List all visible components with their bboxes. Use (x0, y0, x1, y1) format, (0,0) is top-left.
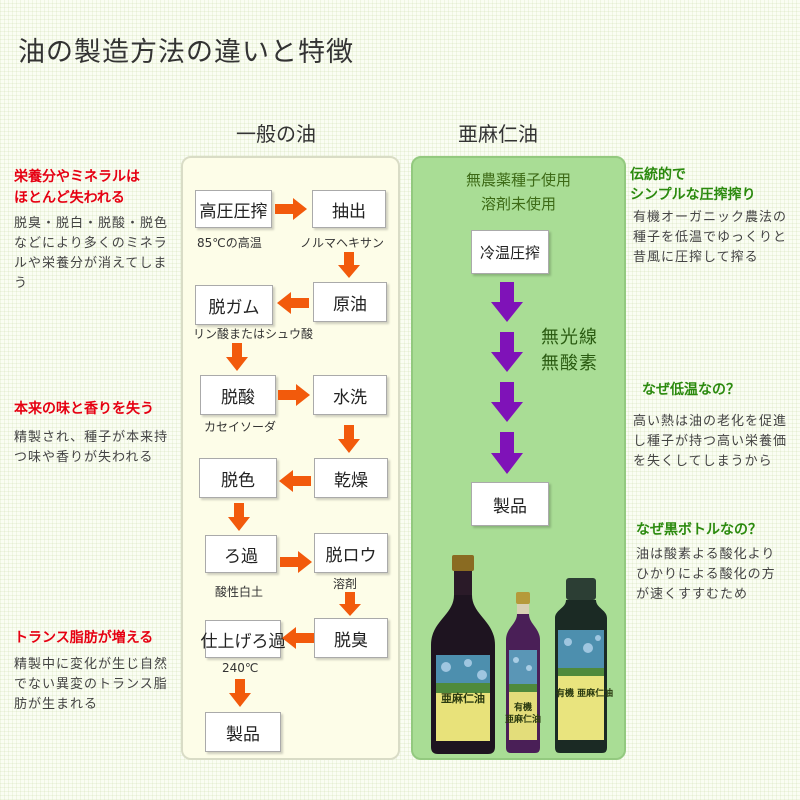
step-drying: 乾燥 (314, 458, 388, 498)
step-deacidification: 脱酸 (200, 375, 276, 415)
note-body: 有機オーガニック農法の種子を低温でゆっくりと昔風に圧搾して搾る (633, 210, 788, 265)
step-note: ノルマヘキサン (300, 236, 385, 250)
note-heading: 伝統的で (630, 167, 686, 183)
step-filtration: ろ過 (205, 535, 277, 573)
arrow-left-icon (282, 627, 314, 649)
note-heading: 本来の味と香りを失う (14, 401, 154, 417)
arrow-right-icon (275, 198, 307, 220)
step-note: カセイソーダ (204, 420, 277, 434)
arrow-down-icon (491, 282, 523, 322)
step-product: 製品 (205, 712, 281, 752)
note-body: 精製中に変化が生じ自然でない異変のトランス脂肪が生まれる (14, 657, 169, 712)
no-light-label: 無光線 (541, 327, 598, 348)
arrow-down-icon (491, 432, 523, 474)
bottle-label: 有機 亜麻仁油 (556, 689, 614, 699)
bottle-label: 亜麻仁油 (505, 715, 542, 725)
arrow-right-icon (280, 551, 312, 573)
arrow-down-icon (338, 425, 360, 453)
note-body: 油は酸素よる酸化よりひかりによる酸化の方が速くすすむため (636, 547, 776, 602)
step-note: リン酸またはシュウ酸 (193, 327, 314, 341)
bottle-label: 有機 (513, 703, 532, 713)
bottle-image (506, 592, 540, 753)
arrow-down-icon (229, 679, 251, 707)
bottle-label: 亜麻仁油 (441, 692, 485, 705)
note-body: 精製され、種子が本来持つ味や香りが失われる (14, 430, 169, 465)
bottle-image (555, 578, 607, 753)
step-cold-press: 冷温圧搾 (471, 230, 549, 274)
step-product: 製品 (471, 482, 549, 526)
note-heading: なぜ黒ボトルなの？ (636, 522, 762, 538)
note-heading: シンプルな圧搾搾り (630, 187, 756, 203)
arrow-left-icon (279, 470, 311, 492)
arrow-down-icon (226, 343, 248, 371)
note-heading: なぜ低温なの？ (642, 382, 740, 398)
arrow-right-icon (278, 384, 310, 406)
page-title: 油の製造方法の違いと特徴 (18, 37, 354, 68)
step-high-pressure-press: 高圧圧搾 (195, 190, 272, 228)
step-crude-oil: 原油 (313, 282, 387, 322)
step-note: 酸性白土 (215, 585, 264, 599)
step-note: 240℃ (222, 661, 259, 675)
step-water-wash: 水洗 (313, 375, 387, 415)
step-dewaxing: 脱ロウ (314, 533, 388, 573)
step-extraction: 抽出 (312, 190, 386, 228)
step-note: 85℃の高温 (197, 236, 262, 250)
step-bleaching: 脱色 (199, 458, 277, 498)
arrow-down-icon (491, 382, 523, 422)
note-body: 高い熱は油の老化を促進し種子が持つ高い栄養価を失くしてしまうから (633, 414, 788, 469)
flaxseed-subheading-line2: 溶剤未使用 (480, 195, 556, 213)
arrow-down-icon (339, 592, 361, 616)
arrow-left-icon (277, 292, 309, 314)
no-oxygen-label: 無酸素 (541, 353, 598, 374)
note-heading: ほとんど失われる (14, 190, 125, 206)
bottle-image (431, 555, 495, 754)
step-degumming: 脱ガム (195, 285, 273, 325)
note-heading: 栄養分やミネラルは (14, 169, 140, 185)
note-body: 脱臭・脱白・脱酸・脱色などにより多くのミネラルや栄養分が消えてしまう (14, 216, 169, 291)
step-deodorization: 脱臭 (314, 618, 388, 658)
arrow-down-icon (491, 332, 523, 372)
arrow-down-icon (228, 503, 250, 531)
left-column-heading: 一般の油 (236, 122, 316, 146)
right-column-heading: 亜麻仁油 (458, 122, 538, 146)
note-heading: トランス脂肪が増える (14, 630, 154, 646)
flaxseed-subheading-line1: 無農薬種子使用 (465, 171, 571, 189)
step-note: 溶剤 (333, 577, 358, 591)
step-finishing-filtration: 仕上げろ過 (201, 620, 286, 658)
arrow-down-icon (338, 252, 360, 278)
